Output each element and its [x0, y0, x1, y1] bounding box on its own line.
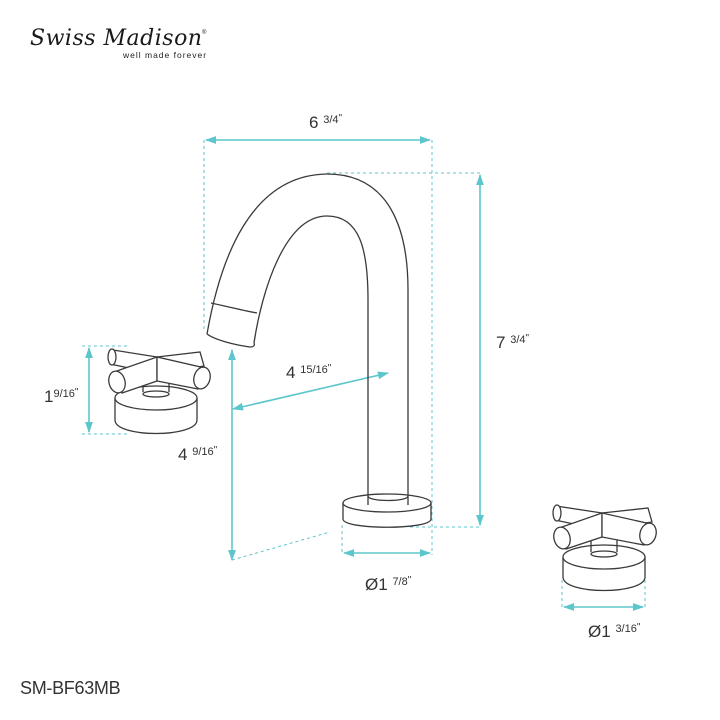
- registered-mark: ®: [202, 30, 207, 36]
- spout-reach-label: 4 15/16": [286, 363, 332, 382]
- handle-height-label: 19/16": [44, 387, 79, 406]
- brand-tagline: well made forever: [123, 50, 208, 60]
- overall-width-label: 6 3/4": [309, 113, 343, 132]
- model-number: SM-BF63MB: [20, 678, 121, 698]
- reach-dimension-line: [231, 371, 390, 411]
- handle-base-diameter-label: Ø1 3/16": [588, 622, 641, 641]
- spout-outline: [206, 173, 432, 528]
- brand-name: Swiss Madison: [30, 26, 203, 51]
- spout-base-diameter-label: Ø1 7/8": [365, 575, 412, 594]
- dimension-lines: [85, 136, 645, 611]
- extension-lines: [82, 140, 646, 607]
- left-handle-outline: [107, 348, 211, 435]
- brand-logo: Swiss Madison ® well made forever: [30, 26, 220, 66]
- spout-clearance-label: 4 9/16": [178, 445, 218, 464]
- overall-height-label: 7 3/4": [496, 333, 530, 352]
- right-handle-outline: [552, 504, 657, 592]
